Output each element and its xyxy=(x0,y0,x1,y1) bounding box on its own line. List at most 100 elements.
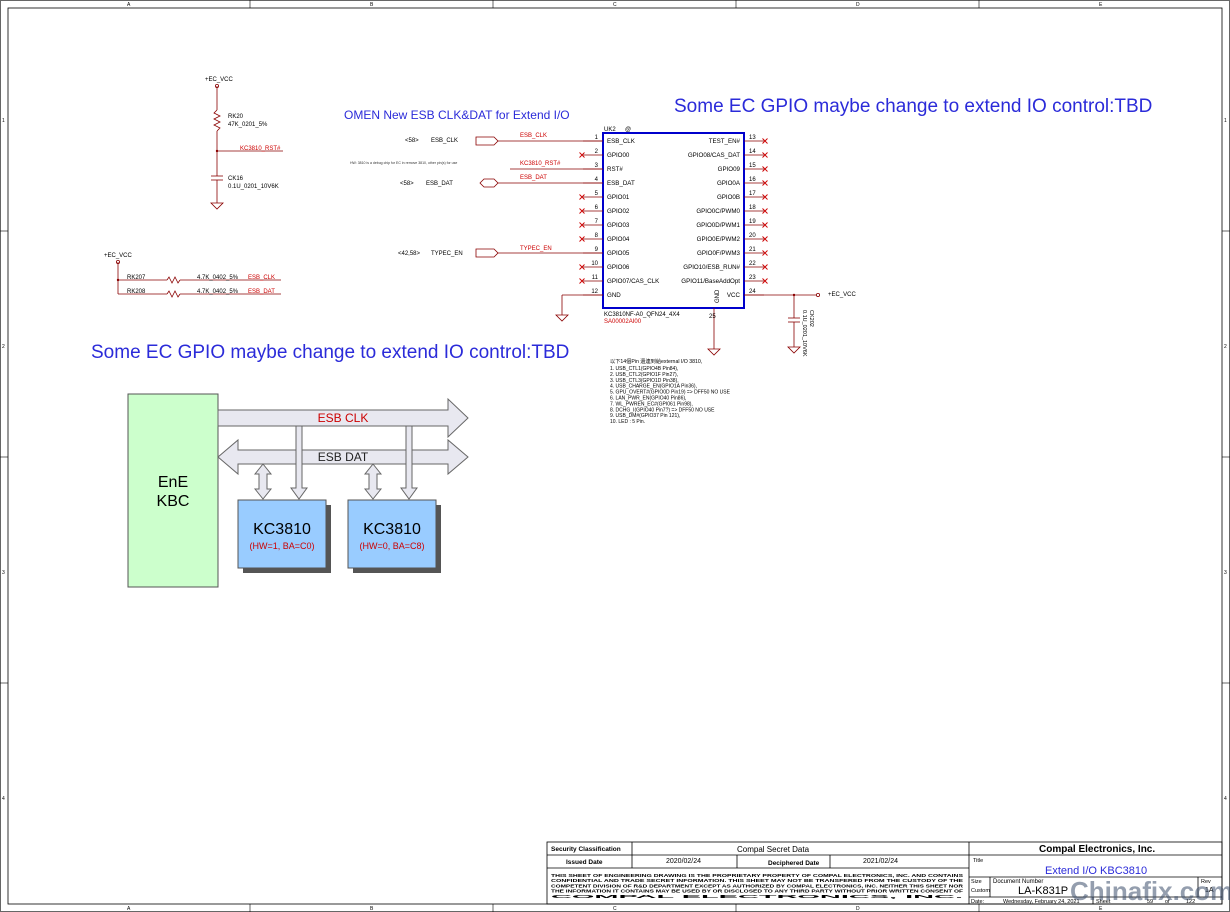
rk207-value: 4.7K_0402_5% xyxy=(197,275,239,281)
border-col-label: B xyxy=(370,2,374,8)
ic-pin-name: GPIO00 xyxy=(607,152,630,159)
no-connect-mark xyxy=(762,278,768,284)
ground-symbol xyxy=(555,314,569,322)
border-row-label: 1 xyxy=(2,118,5,124)
ic-pin-num: 2 xyxy=(595,149,599,155)
no-connect-mark xyxy=(579,194,585,200)
offpage-ref-typec: <42,58> xyxy=(398,251,421,257)
watermark-text: Chinafix.com xyxy=(1070,876,1230,906)
border-row-label: 1 xyxy=(1224,118,1227,124)
border-col-label: E xyxy=(1099,906,1103,912)
no-connect-mark xyxy=(762,222,768,228)
no-connect-mark xyxy=(579,264,585,270)
ic-kc3810-body xyxy=(602,132,745,309)
esb-dat-bus-arrow xyxy=(217,438,469,476)
tb-deciphered-value: 2021/02/24 xyxy=(863,858,898,865)
ic-pin-num: 12 xyxy=(591,289,598,295)
ic-part: KC3810NF-A0_QFN24_4X4 xyxy=(604,312,680,318)
ic-pin-name: GND xyxy=(607,292,621,299)
net-esb-dat: ESB_DAT xyxy=(520,175,547,181)
ic-pin-num: 16 xyxy=(749,177,756,183)
no-connect-mark xyxy=(762,152,768,158)
rk20-ref: RK20 xyxy=(228,114,244,120)
tb-company: Compal Electronics, Inc. xyxy=(1039,844,1155,855)
pin-list-note: 以下14個Pin 還連到給external I/O 3810,1. USB_CT… xyxy=(610,357,731,425)
tb-legal-line: COMPAL ELECTRONICS, INC. xyxy=(551,894,963,899)
no-connect-mark xyxy=(579,208,585,214)
ic-sa-number: SA00002AI00 xyxy=(604,319,642,325)
ic-pin-name: RST# xyxy=(607,166,623,173)
esb-clk-bus-arrow xyxy=(217,397,469,439)
ic-pin-name: GPIO04 xyxy=(607,236,630,243)
tbd-note-mid: Some EC GPIO maybe change to extend IO c… xyxy=(91,342,569,363)
pin-list-item: 4. USB_CHARGE_EN(GPIO1A Pin36), xyxy=(610,384,697,390)
pin-list-item: 10. LED : 5 Pin. xyxy=(610,419,645,425)
net-esb-dat-pullup: ESB_DAT xyxy=(248,289,275,295)
rk20-value: 47K_0201_5% xyxy=(228,122,268,128)
ic-pin-num: 3 xyxy=(595,163,599,169)
border-col-label: C xyxy=(613,906,617,912)
power-ec-vcc-right: +EC_VCC xyxy=(828,292,857,298)
kbc-line1: EnE xyxy=(158,474,188,491)
tbd-note-top: Some EC GPIO maybe change to extend IO c… xyxy=(674,96,1152,117)
ck202-value: 0.1U_0201_10V6K xyxy=(801,310,807,357)
border-row-label: 2 xyxy=(2,344,5,350)
tb-legal-line: COMPETENT DIVISION OF R&D DEPARTMENT EXC… xyxy=(551,883,964,888)
border-row-label: 3 xyxy=(1224,570,1227,576)
ic-pin-num: 11 xyxy=(592,275,599,281)
ic-pin-name: GPIO03 xyxy=(607,222,630,229)
ic-pin-name: ESB_CLK xyxy=(607,138,636,145)
no-connect-mark xyxy=(579,236,585,242)
ic-pin-num: 8 xyxy=(595,233,599,239)
dat-to-chip2-arrow xyxy=(363,463,383,500)
no-connect-mark xyxy=(579,152,585,158)
rk207-ref: RK207 xyxy=(127,275,146,281)
rk208-ref: RK208 xyxy=(127,289,146,295)
clk-to-chip2-arrow xyxy=(400,425,418,500)
ic-pin-num: 23 xyxy=(749,275,756,281)
ic-pin-name: GPIO0F/PWM3 xyxy=(697,250,741,257)
ck16-value: 0.1U_0201_10V6K xyxy=(228,184,279,190)
ground-symbol xyxy=(787,346,801,354)
ic-pin-name: GPIO0C/PWM0 xyxy=(696,208,740,215)
svg-text:@: @ xyxy=(625,127,631,133)
rk208-value: 4.7K_0402_5% xyxy=(197,289,239,295)
ic-pin-num: 5 xyxy=(595,191,599,197)
tb-date-value: Wednesday, February 24, 2021 xyxy=(1003,899,1080,905)
offpage-esb-clk: ESB_CLK xyxy=(431,138,458,144)
ground-symbol xyxy=(707,348,721,356)
no-connect-mark xyxy=(762,264,768,270)
pin-list-item: 1. USB_CTL1(GPIO4B Pin84), xyxy=(610,366,678,372)
tb-docnum-value: LA-K831P xyxy=(1018,885,1068,897)
border-col-label: D xyxy=(856,906,860,912)
ic-pin-name: GPIO0E/PWM2 xyxy=(697,236,741,243)
ic-pin-name: GPIO0B xyxy=(717,194,740,201)
chip1-config: (HW=1, BA=C0) xyxy=(249,541,314,551)
tb-issued-value: 2020/02/24 xyxy=(666,858,701,865)
ic-pin-num: 9 xyxy=(595,247,599,253)
net-typec-en: TYPEC_EN xyxy=(520,246,552,252)
tb-deciphered-label: Deciphered Date xyxy=(768,860,820,867)
no-connect-mark xyxy=(762,236,768,242)
chip2-block xyxy=(347,499,437,569)
ic-pin-num: 1 xyxy=(595,135,599,141)
pin-list-item: 5. GPU_OVERT#(GPIO0D Pin19) => DFF50 NO … xyxy=(610,390,731,396)
ic-pin-name: GPIO10/ESB_RUN# xyxy=(683,264,740,271)
chip2-config: (HW=0, BA=C8) xyxy=(359,541,424,551)
ic-pin-name: GPIO06 xyxy=(607,264,630,271)
ic-pin-num: 24 xyxy=(749,289,756,295)
tb-custom-label: Custom xyxy=(971,888,990,894)
ic-pin-name: GPIO11/BaseAddOpt xyxy=(681,278,740,285)
ic-pin-num: 17 xyxy=(749,191,756,197)
tb-title-label: Title xyxy=(973,858,983,864)
border-col-label: C xyxy=(613,2,617,8)
border-row-label: 2 xyxy=(1224,344,1227,350)
ic-pin-num: 15 xyxy=(749,163,756,169)
ic-pad-num: 25 xyxy=(709,314,716,320)
tb-sheet-total: 122 xyxy=(1186,899,1195,905)
dat-to-chip1-arrow xyxy=(253,463,273,500)
ck16-ref: CK16 xyxy=(228,176,244,182)
border-row-label: 4 xyxy=(1224,796,1227,802)
ic-bottom-gnd: GND xyxy=(715,289,721,303)
